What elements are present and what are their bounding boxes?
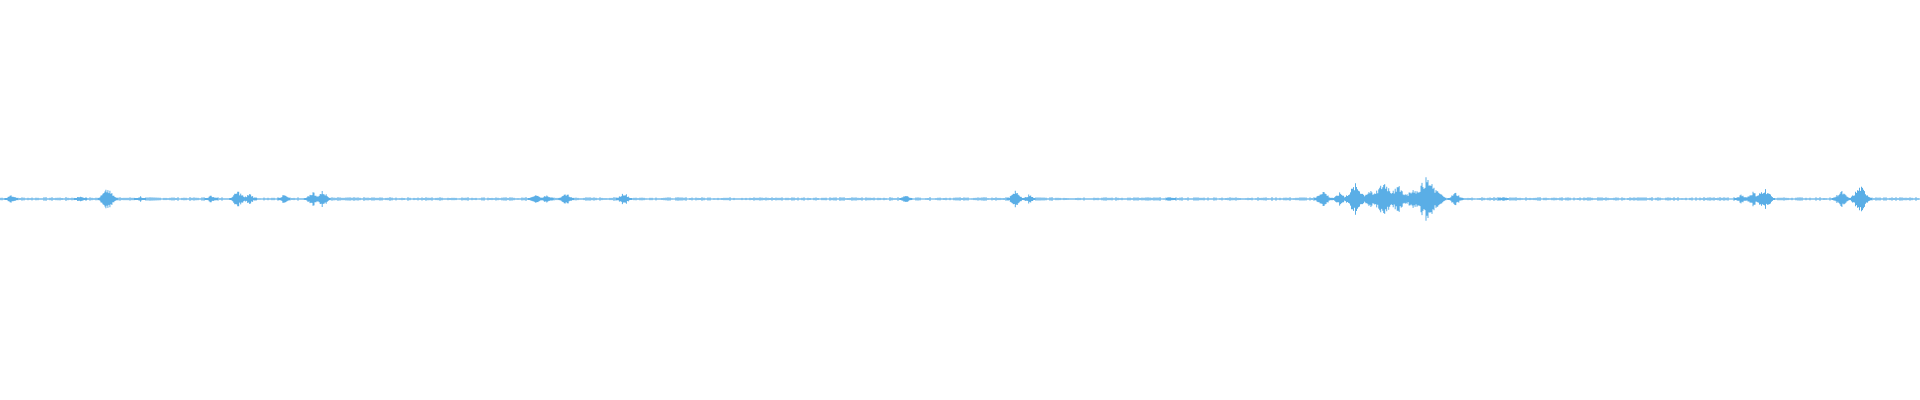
waveform-burst [1429, 191, 1447, 207]
waveform-marks [0, 177, 1919, 221]
waveform-burst [615, 193, 632, 205]
waveform-burst [1006, 190, 1024, 208]
waveform-burst [1497, 197, 1509, 201]
waveform-burst [1849, 186, 1872, 212]
waveform-burst [1754, 189, 1775, 209]
waveform-burst [4, 195, 18, 203]
waveform-burst [74, 196, 88, 202]
waveform-burst [528, 195, 543, 203]
waveform-burst [1022, 194, 1036, 204]
waveform-burst [242, 194, 258, 204]
waveform-burst [899, 196, 913, 202]
waveform-burst [97, 189, 118, 209]
waveform-burst [134, 196, 147, 202]
waveform-burst [204, 195, 218, 203]
waveform-burst [1313, 192, 1332, 206]
waveform-burst [1447, 192, 1464, 206]
waveform-burst [540, 195, 554, 203]
waveform-burst [313, 191, 331, 207]
waveform-burst [558, 194, 574, 204]
waveform-burst [1165, 197, 1177, 201]
waveform-burst [1832, 191, 1850, 207]
waveform-burst [277, 195, 291, 203]
